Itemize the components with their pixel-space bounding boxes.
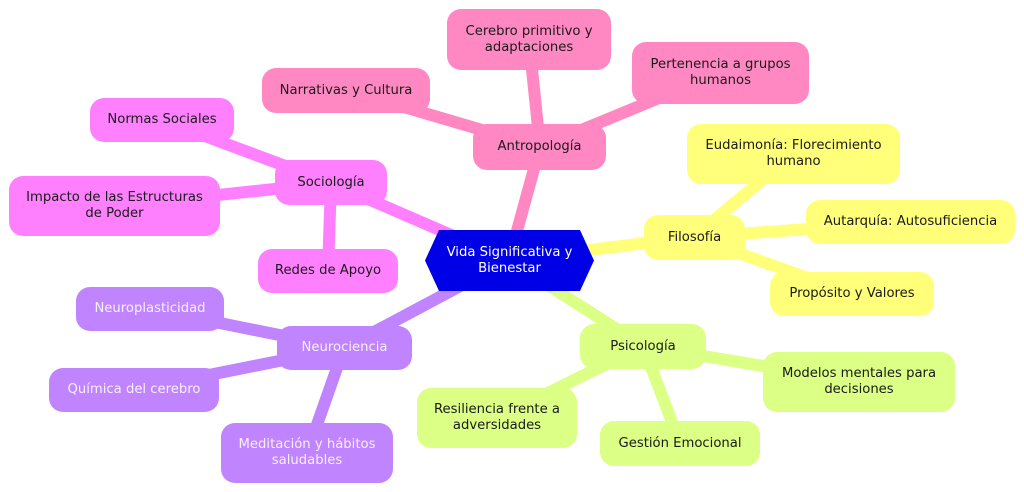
- leaf-label: Gestión Emocional: [618, 435, 742, 451]
- leaf-label: Meditación y hábitos saludables: [238, 437, 376, 468]
- leaf-modelos-mentales[interactable]: Modelos mentales para decisiones: [763, 352, 955, 412]
- root-node-label: Vida Significativa y Bienestar: [446, 244, 573, 276]
- branch-antropologia[interactable]: Antropología: [473, 124, 606, 170]
- leaf-neuroplasticidad[interactable]: Neuroplasticidad: [76, 287, 224, 331]
- leaf-label: Resiliencia frente a adversidades: [433, 402, 560, 433]
- leaf-label: Autarquía: Autosuficiencia: [823, 214, 998, 229]
- root-node[interactable]: Vida Significativa y Bienestar: [425, 230, 594, 291]
- branch-label: Sociología: [297, 174, 365, 190]
- branch-label: Neurociencia: [301, 340, 388, 355]
- branch-sociologia[interactable]: Sociología: [275, 160, 387, 205]
- branch-label: Antropología: [497, 139, 582, 154]
- leaf-cerebro-primitivo[interactable]: Cerebro primitivo y adaptaciones: [447, 9, 611, 70]
- leaf-gestion-emocional[interactable]: Gestión Emocional: [600, 421, 760, 466]
- leaf-label: Propósito y Valores: [789, 286, 915, 301]
- leaf-label: Narrativas y Cultura: [279, 82, 413, 98]
- leaf-meditacion-habitos[interactable]: Meditación y hábitos saludables: [221, 423, 393, 483]
- leaf-label: Normas Sociales: [107, 112, 217, 127]
- branch-label: Filosofía: [667, 229, 722, 245]
- leaf-label: Química del cerebro: [67, 382, 201, 397]
- leaf-quimica-cerebro[interactable]: Química del cerebro: [49, 368, 219, 412]
- branch-neurociencia[interactable]: Neurociencia: [277, 326, 412, 370]
- leaf-redes-apoyo[interactable]: Redes de Apoyo: [258, 249, 398, 293]
- leaf-normas-sociales[interactable]: Normas Sociales: [90, 98, 234, 142]
- leaf-label: Cerebro primitivo y adaptaciones: [465, 23, 593, 55]
- leaf-autarquia[interactable]: Autarquía: Autosuficiencia: [806, 200, 1015, 244]
- leaf-narrativas-cultura[interactable]: Narrativas y Cultura: [262, 68, 430, 113]
- branch-filosofia[interactable]: Filosofía: [644, 215, 745, 260]
- leaf-impacto-estructuras[interactable]: Impacto de las Estructuras de Poder: [9, 176, 220, 236]
- branch-label: Psicología: [610, 338, 676, 354]
- leaf-resiliencia[interactable]: Resiliencia frente a adversidades: [417, 388, 577, 448]
- leaf-pertenencia-grupos[interactable]: Pertenencia a grupos humanos: [632, 42, 809, 104]
- leaf-proposito-valores[interactable]: Propósito y Valores: [770, 272, 934, 316]
- leaf-label: Redes de Apoyo: [274, 263, 382, 278]
- leaf-label: Neuroplasticidad: [94, 301, 206, 316]
- leaf-label: Impacto de las Estructuras de Poder: [26, 190, 203, 221]
- branch-psicologia[interactable]: Psicología: [580, 324, 706, 369]
- leaf-label: Pertenencia a grupos humanos: [650, 57, 791, 88]
- leaf-eudaimonia[interactable]: Eudaimonía: Florecimiento humano: [687, 124, 900, 184]
- leaf-label: Eudaimonía: Florecimiento humano: [705, 138, 882, 169]
- leaf-label: Modelos mentales para decisiones: [781, 366, 937, 397]
